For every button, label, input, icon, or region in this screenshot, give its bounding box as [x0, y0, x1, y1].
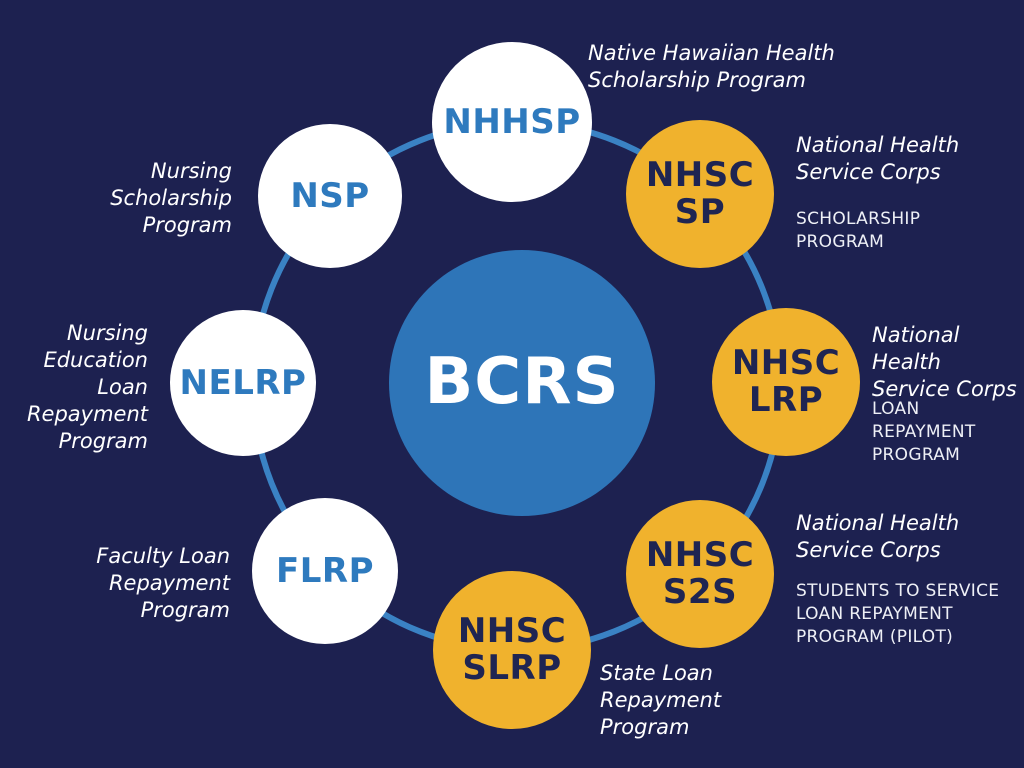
node-abbr-flrp: FLRP: [276, 550, 374, 591]
node-name-nhsc-lrp: National Health Service Corps: [872, 322, 1024, 403]
node-abbr-nelrp: NELRP: [179, 362, 307, 403]
node-abbr-nhsc-slrp: NHSC: [457, 611, 567, 652]
sublabel-line: PROGRAM (PILOT): [796, 627, 954, 647]
node-abbr-nhsc-s2s-line2: S2S: [662, 572, 738, 612]
label-line: Repayment: [108, 571, 230, 595]
sublabel-line: PROGRAM: [872, 445, 961, 465]
hub-abbr: BCRS: [424, 345, 620, 420]
node-abbr-nsp: NSP: [290, 175, 370, 216]
node-label-flrp: Faculty Loan Repayment Program: [86, 543, 230, 624]
label-line: Nursing: [66, 321, 148, 345]
node-sublabel-nhsc-lrp: LOAN REPAYMENT PROGRAM: [872, 398, 1024, 467]
node-sublabel-nhsc-sp: SCHOLARSHIP PROGRAM: [796, 208, 920, 254]
label-line: Service Corps: [872, 377, 1017, 401]
label-line: Program: [600, 715, 690, 739]
sublabel-line: LOAN REPAYMENT: [796, 604, 953, 624]
node-abbr-nhsc-sp: NHSC: [645, 155, 755, 196]
label-line: Scholarship Program: [588, 68, 806, 92]
label-line: Program: [142, 213, 232, 237]
node-circle-nhsc-slrp: NHSC SLRP: [433, 571, 591, 729]
label-line: Service Corps: [796, 538, 941, 562]
node-name-nhsc-s2s: National Health Service Corps: [796, 510, 959, 564]
node-abbr-nhhsp: NHHSP: [443, 101, 581, 142]
label-line: Education: [43, 348, 148, 372]
label-line: Program: [140, 598, 230, 622]
label-line: National Health: [872, 323, 960, 374]
node-circle-nhsc-sp: NHSC SP: [626, 120, 774, 268]
label-line: National Health: [796, 511, 960, 535]
sublabel-line: SCHOLARSHIP: [796, 209, 921, 229]
node-abbr-nhsc-sp-line2: SP: [674, 192, 726, 232]
label-line: Repayment: [600, 688, 722, 712]
label-line: Scholarship: [110, 186, 232, 210]
node-circle-nhsc-lrp: NHSC LRP: [712, 308, 860, 456]
node-circle-flrp: FLRP: [252, 498, 398, 644]
node-circle-nhhsp: NHHSP: [432, 42, 592, 202]
sublabel-line: PROGRAM: [796, 232, 885, 252]
node-label-nhsc-slrp: State Loan Repayment Program: [600, 660, 721, 741]
node-abbr-nhsc-lrp: NHSC: [731, 343, 841, 384]
label-line: Repayment: [26, 402, 148, 426]
label-line: Faculty Loan: [96, 544, 230, 568]
node-circle-nhsc-s2s: NHSC S2S: [626, 500, 774, 648]
node-abbr-nhsc-slrp-line2: SLRP: [462, 648, 562, 688]
node-circle-nelrp: NELRP: [170, 310, 316, 456]
label-line: Service Corps: [796, 160, 941, 184]
node-label-nhhsp: Native Hawaiian Health Scholarship Progr…: [588, 40, 835, 94]
node-name-nhsc-sp: National Health Service Corps: [796, 132, 959, 186]
node-abbr-nhsc-s2s: NHSC: [645, 535, 755, 576]
hub-circle-bcrs: BCRS: [389, 250, 655, 516]
label-line: State Loan: [600, 661, 713, 685]
label-line: Program: [58, 429, 148, 453]
sublabel-line: LOAN REPAYMENT: [872, 399, 976, 442]
node-abbr-nhsc-lrp-line2: LRP: [748, 380, 824, 420]
label-line: Native Hawaiian Health: [588, 41, 835, 65]
node-circle-nsp: NSP: [258, 124, 402, 268]
node-label-nelrp: Nursing Education Loan Repayment Program: [16, 320, 148, 455]
label-line: Loan: [97, 375, 148, 399]
node-sublabel-nhsc-s2s: STUDENTS TO SERVICE LOAN REPAYMENT PROGR…: [796, 580, 999, 649]
label-line: Nursing: [150, 159, 232, 183]
sublabel-line: STUDENTS TO SERVICE: [796, 581, 1000, 601]
node-label-nsp: Nursing Scholarship Program: [98, 158, 232, 239]
label-line: National Health: [796, 133, 960, 157]
